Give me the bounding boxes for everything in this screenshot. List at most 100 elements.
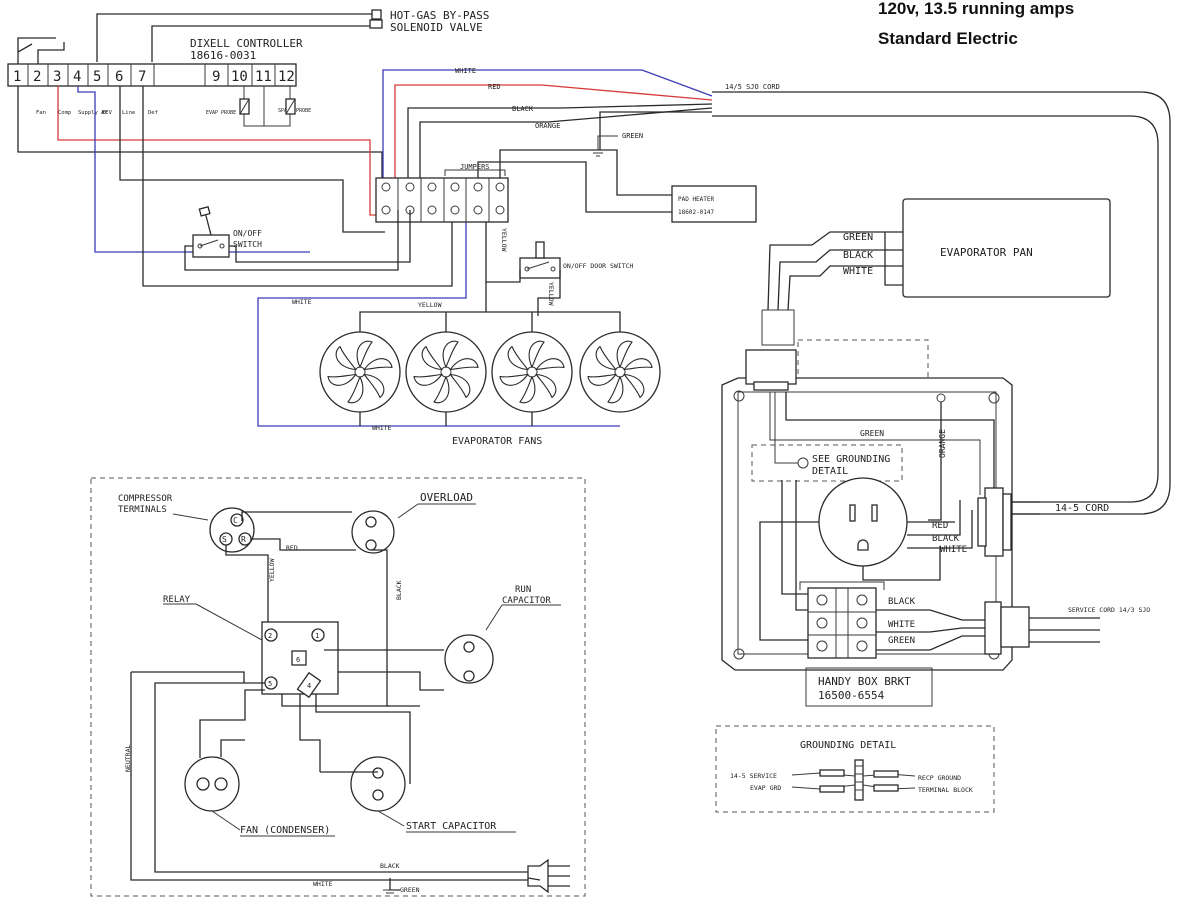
evap-pan-label: EVAPORATOR PAN <box>940 246 1033 259</box>
wire-label-green: GREEN <box>622 132 643 140</box>
controller-part: 18616-0031 <box>190 49 256 62</box>
rec-wire-black: BLACK <box>932 534 960 544</box>
start-cap-label: START CAPACITOR <box>406 821 497 832</box>
comp-wire-yellow: YELLOW <box>268 558 276 582</box>
run-capacitor <box>444 634 494 684</box>
evap-fans-label: EVAPORATOR FANS <box>452 436 542 447</box>
on-off-switch <box>192 206 230 258</box>
receptacle <box>818 477 908 567</box>
comp-wire-black: BLACK <box>395 580 403 600</box>
wire-label-yellow-fans: YELLOW <box>418 301 442 309</box>
terminal-11: 11 <box>255 69 272 85</box>
service-cord-fitting <box>984 601 1030 655</box>
relay: 2 1 5 4 6 <box>261 621 339 699</box>
evaporator-fan-1 <box>319 331 401 413</box>
terminal-6: 6 <box>115 69 123 85</box>
terminal-5: 5 <box>93 69 101 85</box>
comp-wire-red: RED <box>286 544 298 552</box>
wire-label-white-bottom: WHITE <box>372 424 392 432</box>
block-wire-white: WHITE <box>888 620 915 630</box>
pin-c: C <box>233 516 238 525</box>
sublabel-evap-probe: EVAP PROBE <box>206 110 236 116</box>
run-cap-label-2: CAPACITOR <box>502 596 551 606</box>
door-switch-label: ON/OFF DOOR SWITCH <box>563 262 634 270</box>
overload-label: OVERLOAD <box>420 491 473 504</box>
comp-wire-green-bottom: GREEN <box>400 886 420 894</box>
sublabel-line: Line <box>122 110 135 116</box>
jumpers-label: JUMPERS <box>460 163 490 171</box>
solenoid-label-2: SOLENOID VALVE <box>390 21 483 34</box>
condenser-fan <box>184 756 240 812</box>
wire-label-yellow-2: YELLOW <box>547 282 555 306</box>
grounding-detail-box <box>715 725 995 813</box>
controller-terminal-strip: 1 2 3 4 5 6 7 9 10 11 12 <box>7 63 297 87</box>
compressor-section <box>90 477 586 897</box>
relay-label: RELAY <box>163 595 191 605</box>
pan-wire-black: BLACK <box>843 250 873 261</box>
compressor-terminals: C S R <box>209 507 255 553</box>
pin-r: R <box>241 535 246 544</box>
rec-wire-white: WHITE <box>940 545 967 555</box>
solenoid-valve: HOT-GAS BY-PASS SOLENOID VALVE <box>369 9 489 34</box>
terminal-9: 9 <box>212 69 220 85</box>
terminal-1: 1 <box>13 69 21 85</box>
grounding-left-1: 14-5 SERVICE <box>730 772 777 780</box>
terminal-4: 4 <box>73 69 81 85</box>
terminal-12: 12 <box>278 69 295 85</box>
sublabel-fan: Fan <box>36 110 46 116</box>
controller-title: DIXELL CONTROLLER <box>190 37 303 50</box>
fan-condenser-label: FAN (CONDENSER) <box>240 825 330 836</box>
grounding-right-1: RECP GROUND <box>918 774 961 782</box>
jumper-terminal-block <box>375 177 509 223</box>
sublabel-comp: Comp <box>58 110 71 116</box>
evaporator-fan-3 <box>491 331 573 413</box>
brand-text: Standard Electric <box>878 29 1018 48</box>
see-grounding-1: SEE GROUNDING <box>812 454 890 465</box>
comp-wire-black-bottom: BLACK <box>380 862 400 870</box>
block-wire-green: GREEN <box>888 636 915 646</box>
spec-text: 120v, 13.5 running amps <box>878 0 1074 18</box>
terminal-7: 7 <box>138 69 146 85</box>
sublabel-supply: Supply AC <box>78 110 108 116</box>
comp-wire-neutral: NEUTRAL <box>124 745 132 772</box>
grounding-right-2: TERMINAL BLOCK <box>918 786 973 794</box>
ground-screw <box>854 759 864 801</box>
pad-heater-label: PAD HEATER <box>678 196 715 203</box>
run-cap-label-1: RUN <box>515 585 531 595</box>
bracket-label: HANDY BOX BRKT <box>818 675 911 688</box>
cord-label: 14/5 SJO CORD <box>725 83 780 91</box>
evaporator-pan: EVAPORATOR PAN <box>902 198 1111 298</box>
comp-wire-white-bottom: WHITE <box>313 880 333 888</box>
relay-pin-1: 1 <box>315 632 319 640</box>
evaporator-fan-4 <box>579 331 661 413</box>
relay-pin-5: 5 <box>268 680 272 688</box>
relay-pin-6: 6 <box>296 656 300 664</box>
pin-s: S <box>222 535 227 544</box>
wire-label-red: RED <box>488 83 501 91</box>
see-grounding-2: DETAIL <box>812 466 848 477</box>
evaporator-fan-2 <box>405 331 487 413</box>
sublabel-eev: EEV <box>102 110 113 116</box>
wire-label-black: BLACK <box>512 105 534 113</box>
box-wire-orange: ORANGE <box>938 429 947 458</box>
sublabel-def: Def <box>148 110 158 116</box>
bracket-part: 16500-6554 <box>818 689 885 702</box>
overload <box>351 510 395 554</box>
rec-wire-red: RED <box>932 521 948 531</box>
compressor-label-1: COMPRESSOR <box>118 494 173 504</box>
start-capacitor <box>350 756 406 812</box>
service-cord-label: SERVICE CORD 14/3 SJO <box>1068 606 1150 614</box>
terminal-3: 3 <box>53 69 61 85</box>
terminal-2: 2 <box>33 69 41 85</box>
pad-heater: PAD HEATER 18602-0147 <box>671 185 757 223</box>
door-switch <box>519 241 561 279</box>
power-plug <box>527 858 570 894</box>
block-wire-black: BLACK <box>888 597 916 607</box>
pad-heater-part: 18602-0147 <box>678 209 715 216</box>
wire-label-orange: ORANGE <box>535 122 560 130</box>
onoff-switch-label-2: SWITCH <box>233 240 262 249</box>
onoff-switch-label-1: ON/OFF <box>233 229 262 238</box>
grounding-detail-title: GROUNDING DETAIL <box>800 740 896 751</box>
wire-label-white-fans: WHITE <box>292 298 312 306</box>
